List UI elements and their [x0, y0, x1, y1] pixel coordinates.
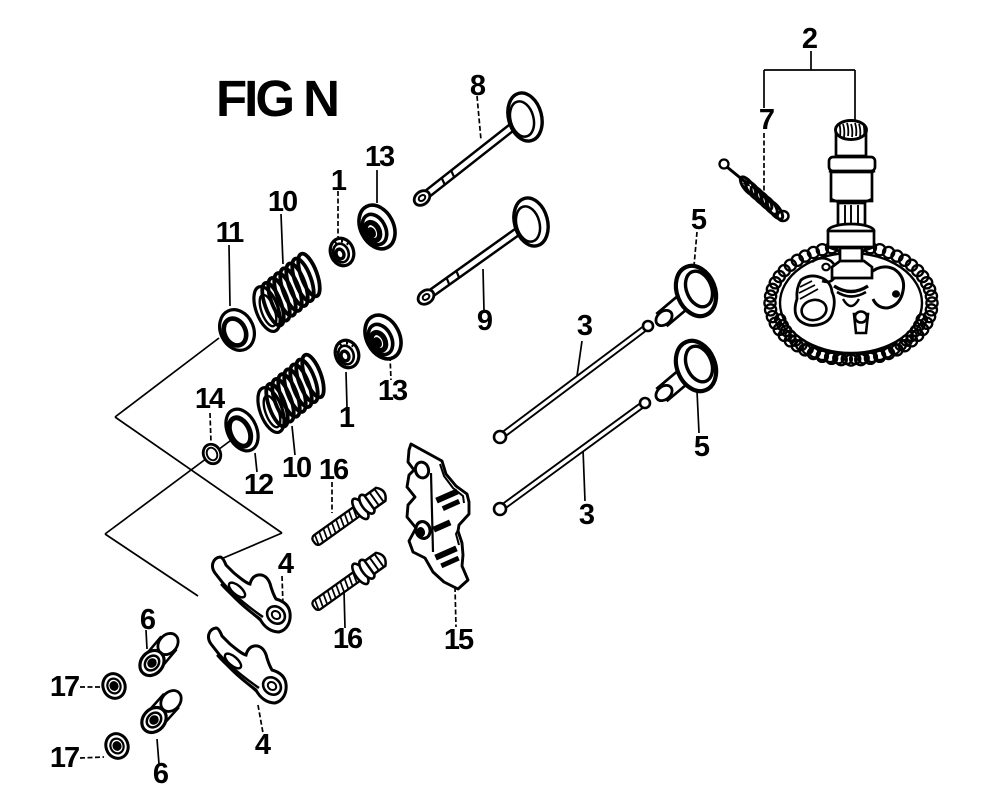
svg-text:17: 17 — [50, 671, 79, 703]
svg-text:1: 1 — [339, 402, 355, 434]
svg-text:13: 13 — [378, 375, 408, 407]
svg-text:7: 7 — [759, 104, 774, 136]
svg-text:10: 10 — [282, 452, 311, 484]
svg-text:9: 9 — [477, 305, 493, 337]
svg-text:13: 13 — [365, 141, 395, 173]
svg-text:10: 10 — [268, 186, 297, 218]
svg-text:5: 5 — [691, 204, 707, 236]
svg-text:6: 6 — [153, 758, 169, 790]
svg-text:16: 16 — [319, 454, 349, 486]
svg-text:16: 16 — [333, 623, 363, 655]
svg-text:4: 4 — [255, 729, 271, 761]
svg-text:12: 12 — [244, 469, 273, 501]
svg-text:8: 8 — [470, 70, 486, 102]
svg-text:5: 5 — [694, 431, 710, 463]
svg-text:3: 3 — [577, 310, 593, 342]
svg-text:6: 6 — [140, 604, 156, 636]
svg-text:14: 14 — [195, 383, 225, 415]
svg-text:15: 15 — [444, 624, 474, 656]
svg-text:FIG N: FIG N — [216, 70, 337, 127]
svg-text:17: 17 — [50, 742, 79, 774]
svg-text:3: 3 — [579, 499, 595, 531]
svg-text:4: 4 — [278, 548, 294, 580]
svg-text:11: 11 — [216, 217, 245, 249]
svg-text:1: 1 — [331, 165, 347, 197]
svg-text:2: 2 — [802, 23, 817, 55]
